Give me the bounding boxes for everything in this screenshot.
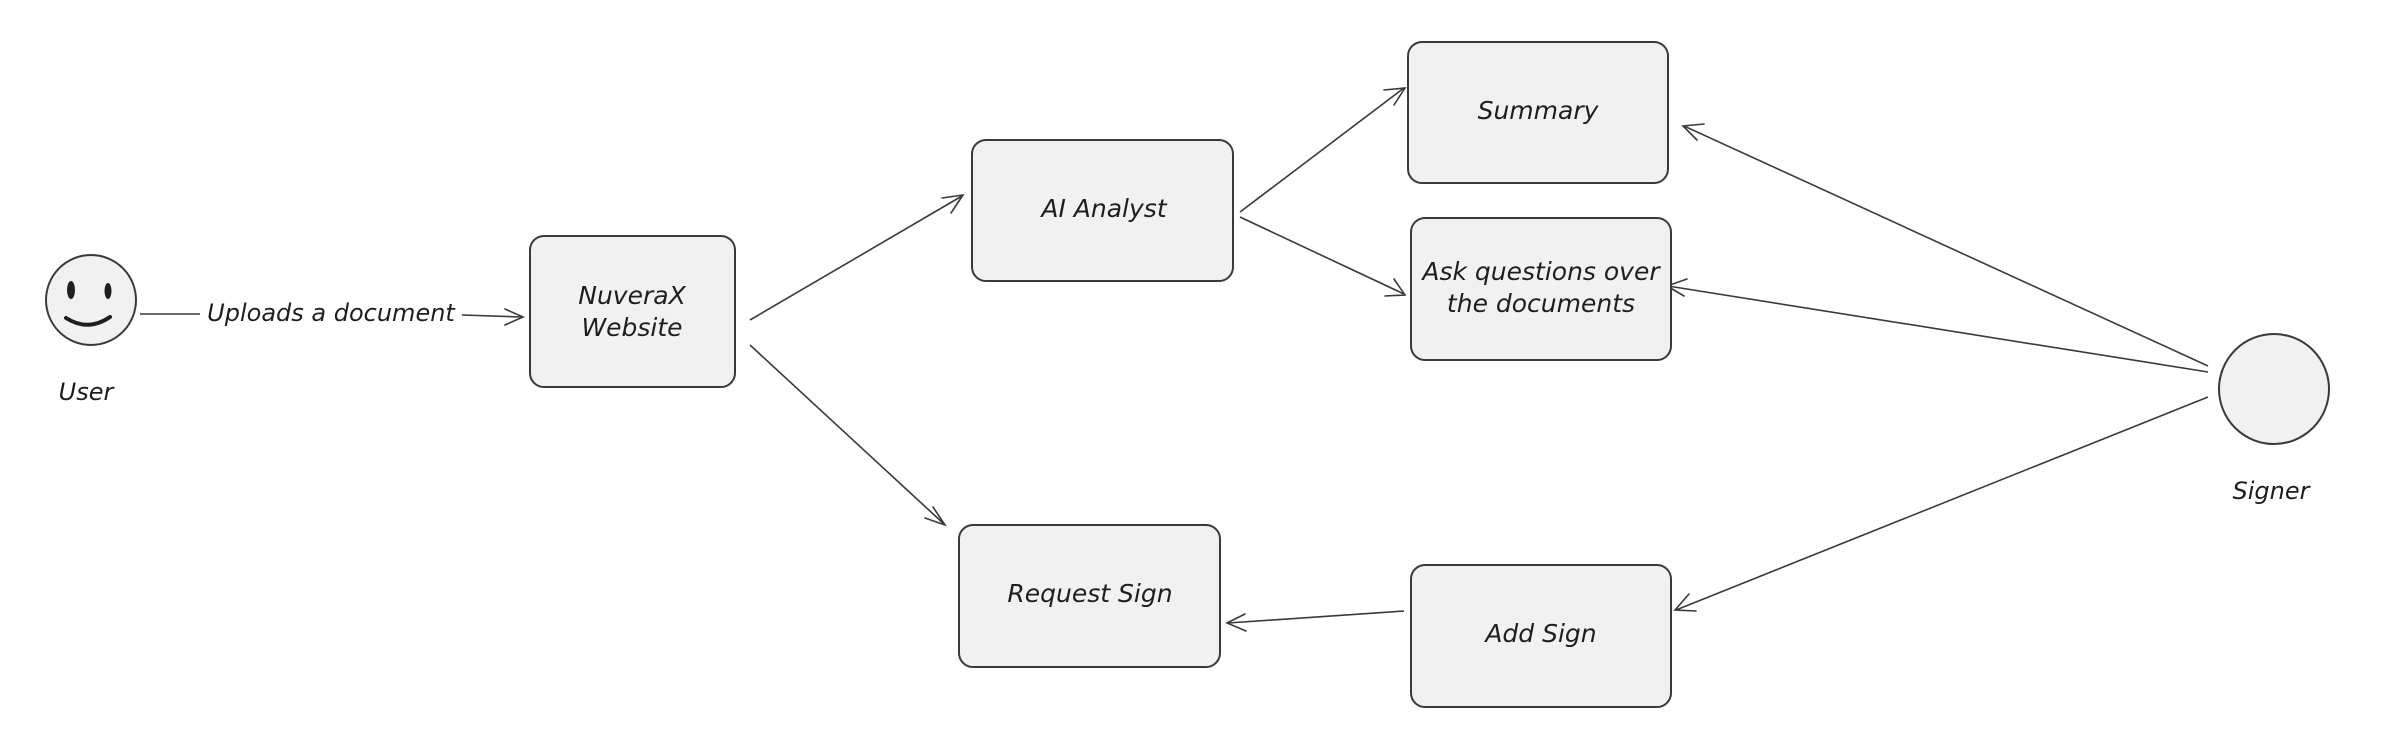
node-ask-questions-line-2: the documents — [1447, 289, 1635, 318]
edge-website-to-request-sign — [749, 344, 947, 527]
node-summary: Summary — [1407, 41, 1669, 184]
node-request-sign: Request Sign — [958, 524, 1221, 668]
node-ai-analyst-label: AI Analyst — [1039, 194, 1167, 223]
node-ai-analyst: AI Analyst — [971, 139, 1234, 282]
edge-user-to-website: Uploads a document — [140, 299, 525, 327]
edge-ai-analyst-to-summary — [1239, 87, 1407, 213]
actor-signer: Signer — [2218, 333, 2330, 505]
node-summary-label: Summary — [1478, 96, 1600, 125]
edge-signer-to-ask-questions — [1665, 278, 2209, 373]
edge-signer-to-add-sign — [1673, 396, 2209, 612]
node-website: NuveraX Website — [529, 235, 736, 388]
actor-user: User — [45, 254, 137, 406]
node-request-sign-label: Request Sign — [1007, 579, 1172, 608]
edge-ai-analyst-to-ask-questions — [1239, 216, 1407, 297]
actor-label-user: User — [59, 378, 116, 406]
edge-website-to-ai-analyst — [749, 193, 965, 321]
smiley-face-icon — [45, 254, 137, 346]
node-add-sign-label: Add Sign — [1483, 619, 1596, 648]
node-add-sign: Add Sign — [1410, 564, 1672, 708]
edges: Uploads a document — [140, 87, 2209, 632]
signer-circle — [2218, 333, 2330, 445]
edge-add-sign-to-request-sign — [1225, 610, 1405, 632]
actor-label-signer: Signer — [2233, 477, 2312, 505]
left-eye — [67, 281, 75, 299]
smile — [64, 315, 112, 327]
right-eye — [104, 283, 112, 299]
edge-label-uploads: Uploads a document — [207, 299, 456, 327]
node-website-line-1: NuveraX — [578, 281, 686, 310]
node-website-line-2: Website — [581, 313, 682, 342]
node-ask-questions: Ask questions over the documents — [1410, 217, 1672, 361]
edge-signer-to-summary — [1681, 123, 2209, 367]
node-ask-questions-line-1: Ask questions over — [1420, 257, 1661, 286]
